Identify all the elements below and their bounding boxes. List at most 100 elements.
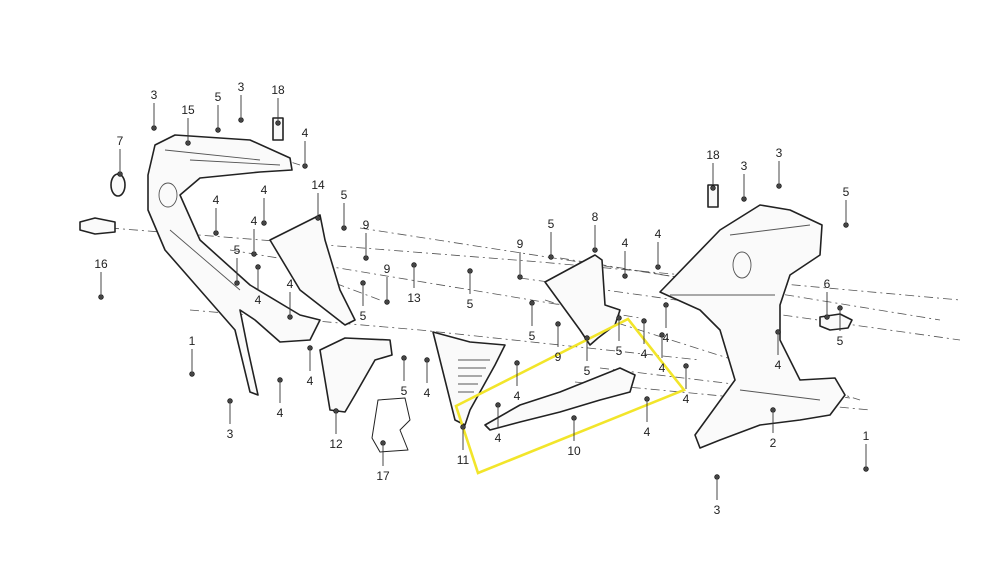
callout-5: 5 [616,344,623,358]
callout-15: 15 [181,103,195,117]
fastener-icon [584,335,590,341]
fastener-icon [517,274,523,280]
part-2-right-side-cowl [659,204,846,449]
fastener-icon [307,345,313,351]
callout-3: 3 [776,146,783,160]
callout-5: 5 [360,309,367,323]
fastener-icon [770,407,776,413]
fastener-icon [333,408,339,414]
fastener-icon [251,251,257,257]
fastener-icon [837,305,843,311]
callout-2: 2 [770,436,777,450]
callout-4: 4 [775,358,782,372]
callout-4: 4 [495,431,502,445]
callout-3: 3 [151,88,158,102]
fastener-icon [616,315,622,321]
fastener-icon [710,185,716,191]
fastener-icon [227,398,233,404]
fastener-icon [460,424,466,430]
fastener-icon [287,314,293,320]
fastener-icon [571,415,577,421]
callout-4: 4 [302,126,309,140]
part-17-sticker [371,397,411,453]
callout-10: 10 [567,444,581,458]
callout-4: 4 [213,193,220,207]
callout-1: 1 [863,429,870,443]
callout-5: 5 [843,185,850,199]
part-15-left-side-cowl [147,134,321,396]
callout-4: 4 [514,389,521,403]
part-10-lower-spoiler [484,367,636,431]
fastener-icon [380,440,386,446]
callout-4: 4 [307,374,314,388]
fastener-icon [215,127,221,133]
callout-18: 18 [706,148,720,162]
highlight-box [454,317,687,475]
fastener-icon [302,163,308,169]
callout-5: 5 [837,334,844,348]
fastener-icon [655,264,661,270]
callout-11: 11 [457,453,470,467]
callout-5: 5 [548,217,555,231]
fastener-icon [714,474,720,480]
fastener-icon [261,220,267,226]
fastener-icon [189,371,195,377]
fastener-icon [776,183,782,189]
fastener-icon [548,254,554,260]
fastener-icon [384,299,390,305]
fastener-icon [213,230,219,236]
fastener-icon [277,377,283,383]
fastener-icon [98,294,104,300]
fastener-icon [360,280,366,286]
callout-7: 7 [117,134,124,148]
fastener-icon [424,357,430,363]
fastener-icon [315,215,321,221]
callout-8: 8 [592,210,599,224]
callout-5: 5 [467,297,474,311]
fastener-icon [514,360,520,366]
fastener-icon [363,255,369,261]
part-16-turn-signal-left [79,217,116,235]
callout-13: 13 [407,291,421,305]
callout-3: 3 [227,427,234,441]
callout-4: 4 [641,347,648,361]
callout-4: 4 [261,183,268,197]
fastener-icon [824,314,830,320]
fastener-icon [592,247,598,253]
callout-4: 4 [683,392,690,406]
callout-3: 3 [741,159,748,173]
callout-12: 12 [329,437,343,451]
fastener-icon [117,171,123,177]
fastener-icon [255,264,261,270]
callout-4: 4 [659,361,666,375]
fastener-icon [401,355,407,361]
fastener-icon [238,117,244,123]
fastener-icon [467,268,473,274]
fastener-icon [555,321,561,327]
callout-5: 5 [584,364,591,378]
callout-4: 4 [255,293,262,307]
callout-5: 5 [401,384,408,398]
fastener-icon [151,125,157,131]
fastener-icon [529,300,535,306]
fastener-icon [863,466,869,472]
callout-6: 6 [824,277,831,291]
fastener-icon [275,120,281,126]
fastener-icon [644,396,650,402]
callout-4: 4 [287,277,294,291]
callout-4: 4 [277,406,284,420]
callout-14: 14 [311,178,325,192]
callout-4: 4 [663,331,670,345]
fastener-icon [741,196,747,202]
callout-17: 17 [376,469,390,483]
callout-4: 4 [644,425,651,439]
part-11-front-grille [432,331,506,426]
callout-5: 5 [529,329,536,343]
callout-16: 16 [94,257,108,271]
callout-3: 3 [238,80,245,94]
fastener-icon [843,222,849,228]
fastener-icon [185,140,191,146]
